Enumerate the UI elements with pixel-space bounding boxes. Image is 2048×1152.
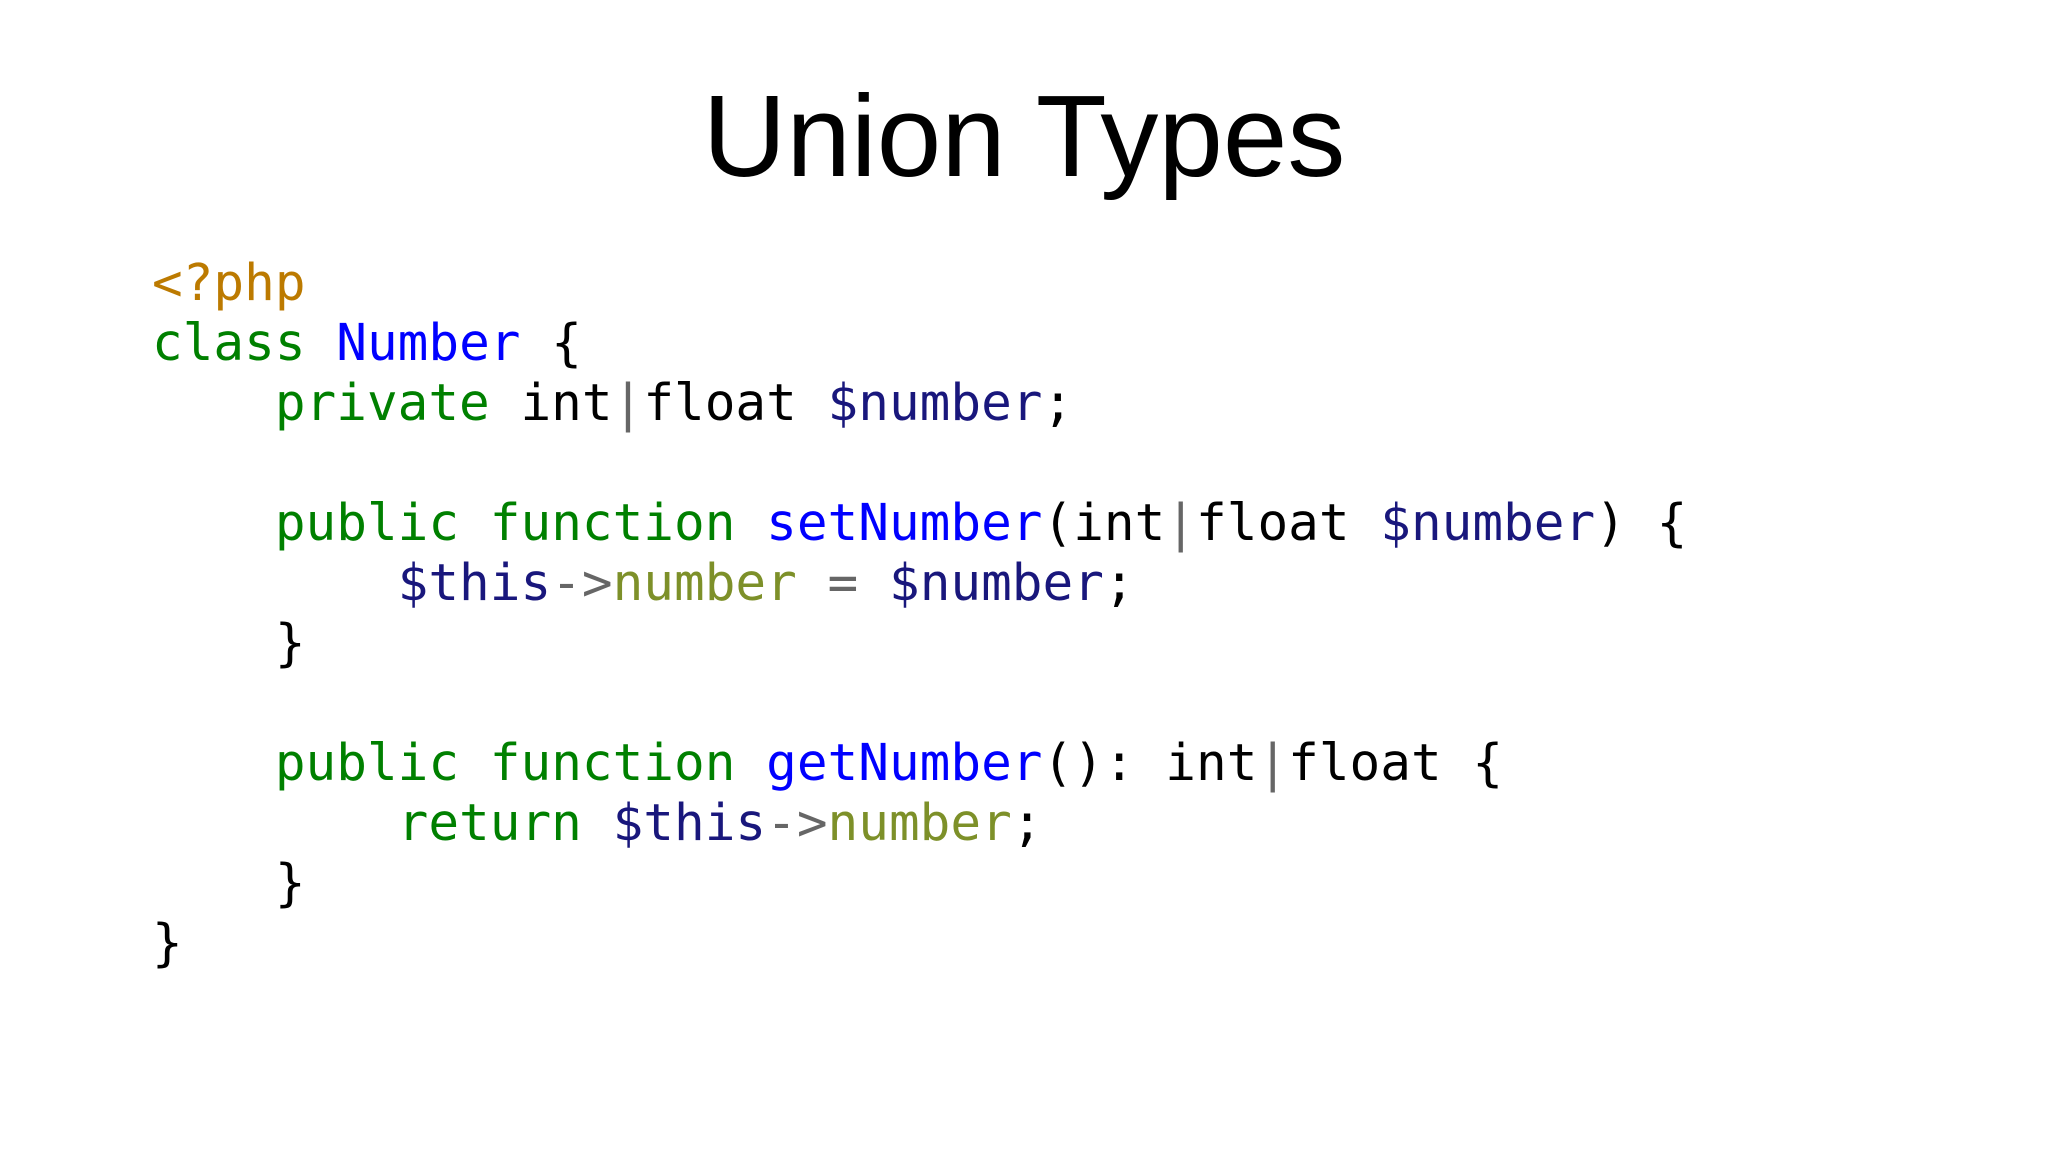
code-token-plain: ; xyxy=(1103,554,1135,613)
code-line: } xyxy=(152,914,1687,974)
code-token-plain: float xyxy=(643,374,828,433)
slide-title: Union Types xyxy=(702,71,1346,201)
code-token-property: number xyxy=(827,794,1012,853)
code-token-plain: int xyxy=(489,374,613,433)
code-token-plain: { xyxy=(520,314,582,373)
code-token-plain xyxy=(306,314,337,373)
code-token-plain: } xyxy=(152,914,183,973)
code-token-property: number xyxy=(612,554,797,613)
code-token-plain xyxy=(735,494,766,553)
code-token-operator: | xyxy=(1257,734,1289,793)
code-token-plain xyxy=(152,734,275,793)
code-line: private int|float $number; xyxy=(152,374,1687,434)
code-token-plain xyxy=(152,374,275,433)
code-token-function_name: getNumber xyxy=(766,734,1043,793)
code-token-plain: (int xyxy=(1042,494,1166,553)
code-token-class_name: Number xyxy=(336,314,521,373)
code-token-operator: -> xyxy=(766,794,828,853)
code-line: $this->number = $number; xyxy=(152,554,1687,614)
code-token-variable: $number xyxy=(1380,494,1596,553)
code-token-plain xyxy=(152,554,398,613)
code-token-plain: } xyxy=(152,854,306,913)
code-token-plain: } xyxy=(152,614,306,673)
code-token-plain xyxy=(735,734,766,793)
code-token-plain: ; xyxy=(1042,374,1074,433)
code-line: <?php xyxy=(152,254,1687,314)
code-token-keyword: public xyxy=(274,494,460,553)
code-token-variable: $number xyxy=(827,374,1043,433)
code-token-keyword: private xyxy=(274,374,490,433)
code-token-php_tag: <?php xyxy=(152,254,306,313)
code-token-keyword: return xyxy=(397,794,582,853)
code-line: class Number { xyxy=(152,314,1687,374)
code-token-variable: $this xyxy=(612,794,767,853)
code-line xyxy=(152,674,1687,734)
code-token-keyword: function xyxy=(489,734,736,793)
code-token-plain: float xyxy=(1196,494,1381,553)
code-token-plain: (): int xyxy=(1042,734,1258,793)
code-token-plain xyxy=(459,734,490,793)
code-token-plain xyxy=(459,494,490,553)
code-token-operator: | xyxy=(1165,494,1197,553)
code-token-operator: | xyxy=(612,374,644,433)
code-token-plain: float { xyxy=(1288,734,1504,793)
code-line: } xyxy=(152,854,1687,914)
code-line xyxy=(152,434,1687,494)
code-token-variable: $this xyxy=(397,554,552,613)
code-token-keyword: class xyxy=(152,314,306,373)
code-token-variable: $number xyxy=(888,554,1104,613)
code-line: } xyxy=(152,614,1687,674)
code-token-plain: ) { xyxy=(1595,494,1688,553)
code-line: public function getNumber(): int|float { xyxy=(152,734,1687,794)
code-token-operator: = xyxy=(827,554,859,613)
code-token-plain xyxy=(152,794,398,853)
code-token-keyword: public xyxy=(274,734,460,793)
code-token-plain xyxy=(858,554,889,613)
code-line: return $this->number; xyxy=(152,794,1687,854)
code-token-function_name: setNumber xyxy=(766,494,1043,553)
code-token-plain xyxy=(152,494,275,553)
code-token-plain xyxy=(797,554,828,613)
code-token-plain xyxy=(582,794,613,853)
code-token-keyword: function xyxy=(489,494,736,553)
code-line: public function setNumber(int|float $num… xyxy=(152,494,1688,554)
code-token-plain: ; xyxy=(1011,794,1043,853)
code-token-operator: -> xyxy=(551,554,613,613)
